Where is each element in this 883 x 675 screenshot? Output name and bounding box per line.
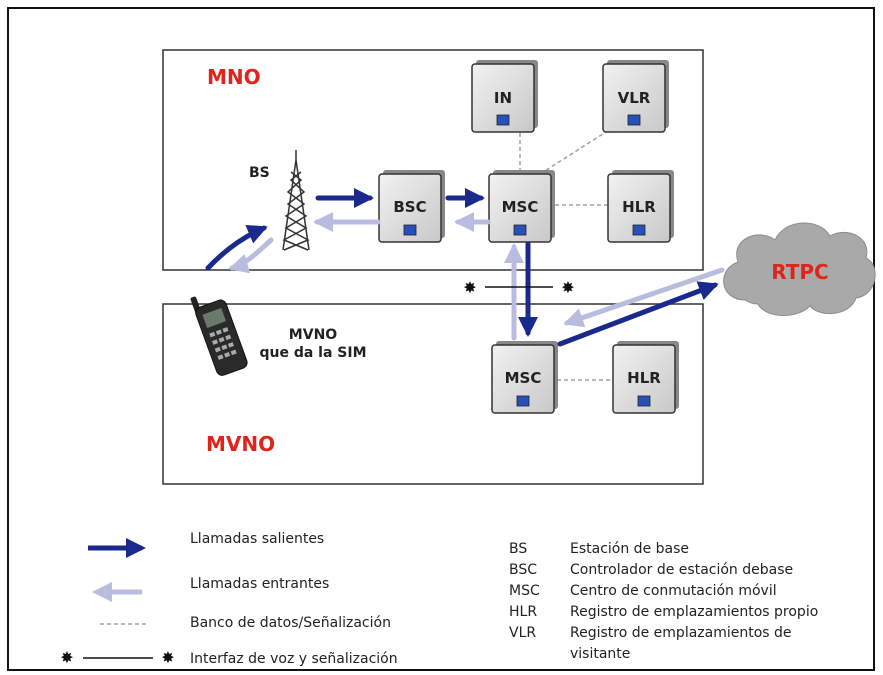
port-icon [632,224,646,236]
incoming-arrows [228,212,725,341]
node-in: IN [471,60,538,133]
arrow-in-bs-phone [228,237,274,274]
node-vlr: VLR [602,60,669,133]
rtpc-label: RTPC [771,260,828,284]
signaling-lines [519,124,618,381]
arrow-out-msc-rtpc [557,281,719,347]
port-icon [516,395,530,407]
rtpc-cloud: RTPC [723,222,876,317]
interface-symbol: ✸ ✸ [463,278,574,297]
abbr-hlr: HLR [509,604,537,620]
legend-outgoing-label: Llamadas salientes [190,531,324,547]
node-hlr-mvno-label: HLR [627,369,661,387]
abbr-vlr-desc: Registro de emplazamientos de [570,625,792,641]
mvno-label: MVNO [206,432,275,456]
port-icon [637,395,651,407]
legend-signaling-label: Banco de datos/Señalización [190,615,391,631]
node-vlr-label: VLR [618,89,651,107]
bs-label: BS [249,165,270,181]
node-hlr-mno-label: HLR [622,198,656,216]
star-icon: ✸ [463,278,476,297]
abbr-vlr-desc-continuation: visitante [570,646,630,662]
abbr-bs-desc: Estación de base [570,541,689,557]
star-icon: ✸ [161,648,174,667]
legend: Llamadas salientes Llamadas entrantes Ba… [60,531,397,667]
star-icon: ✸ [60,648,73,667]
node-msc-mvno: MSC [491,341,558,414]
mno-label: MNO [207,65,261,89]
node-hlr-mvno: HLR [612,341,679,414]
star-icon: ✸ [561,278,574,297]
arrow-in-rtpc-msc [563,267,725,328]
phone-icon [190,296,248,376]
node-msc-mno: MSC [488,170,555,243]
phone-caption-line2: que da la SIM [259,345,366,361]
node-in-label: IN [494,89,512,107]
phone-caption-line1: MVNO [289,327,337,343]
port-icon [496,114,510,126]
legend-incoming-label: Llamadas entrantes [190,576,329,592]
abbr-msc-desc: Centro de conmutación móvil [570,583,777,599]
abbr-msc: MSC [509,583,540,599]
node-hlr-mno: HLR [607,170,674,243]
node-bsc: BSC [378,170,445,243]
abbr-bsc-desc: Controlador de estación debase [570,562,793,578]
tower-icon [282,150,310,251]
legend-interface-label: Interfaz de voz y señalización [190,651,398,667]
arrow-out-phone-bs [205,224,268,271]
abbreviation-list: BS Estación de base BSC Controlador de e… [509,541,818,662]
node-msc-mno-label: MSC [502,198,539,216]
node-msc-mvno-label: MSC [505,369,542,387]
abbr-hlr-desc: Registro de emplazamientos propio [570,604,818,620]
outgoing-arrows [205,188,719,347]
node-bsc-label: BSC [393,198,426,216]
abbr-bs: BS [509,541,527,557]
signaling-vlr-msc [539,124,618,175]
port-icon [513,224,527,236]
port-icon [627,114,641,126]
port-icon [403,224,417,236]
abbr-bsc: BSC [509,562,537,578]
abbr-vlr: VLR [509,625,536,641]
